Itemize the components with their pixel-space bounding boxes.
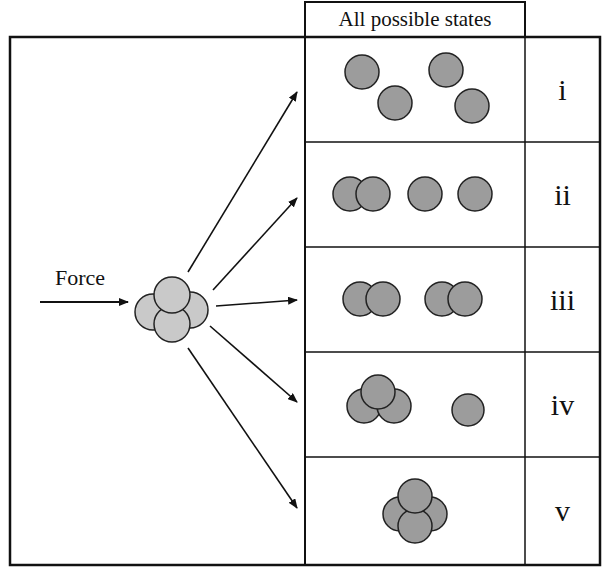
state-arrow (188, 92, 297, 272)
row-line (305, 246, 600, 248)
row-numeral-box: i (525, 37, 600, 142)
nucleon (345, 55, 379, 89)
column-header: All possible states (339, 7, 492, 32)
row-line (305, 351, 600, 353)
column-header-box: All possible states (305, 2, 525, 37)
row-line (305, 456, 600, 458)
nucleon (452, 394, 484, 426)
nucleon (455, 89, 489, 123)
nucleon (154, 277, 190, 313)
header-cell (305, 2, 525, 37)
nucleon (398, 479, 432, 513)
force-label: Force (55, 265, 105, 291)
state-arrow (210, 326, 297, 402)
column-line (524, 37, 526, 565)
nucleon (448, 282, 482, 316)
nucleon (361, 375, 395, 409)
row-numeral-box: iv (525, 352, 600, 457)
row-numeral: iv (551, 388, 574, 422)
row-numeral: ii (554, 178, 571, 212)
column-line (304, 37, 306, 565)
state-arrow (188, 348, 297, 508)
nucleon (366, 282, 400, 316)
row-line (305, 141, 600, 143)
force-label-box: Force (25, 262, 135, 294)
nucleon (378, 86, 412, 120)
nucleon (458, 177, 492, 211)
nucleon (429, 53, 463, 87)
row-numeral-box: ii (525, 142, 600, 247)
outer-frame (10, 37, 600, 565)
row-numeral: iii (550, 283, 575, 317)
row-numeral-box: iii (525, 247, 600, 352)
state-arrow (216, 300, 297, 306)
row-numeral-box: v (525, 457, 600, 565)
nucleon (408, 177, 442, 211)
row-numeral: v (555, 494, 570, 528)
nucleon (398, 509, 432, 543)
row-numeral: i (558, 73, 566, 107)
state-arrow (213, 198, 297, 290)
force-arrow (40, 301, 128, 303)
nucleon (356, 177, 390, 211)
